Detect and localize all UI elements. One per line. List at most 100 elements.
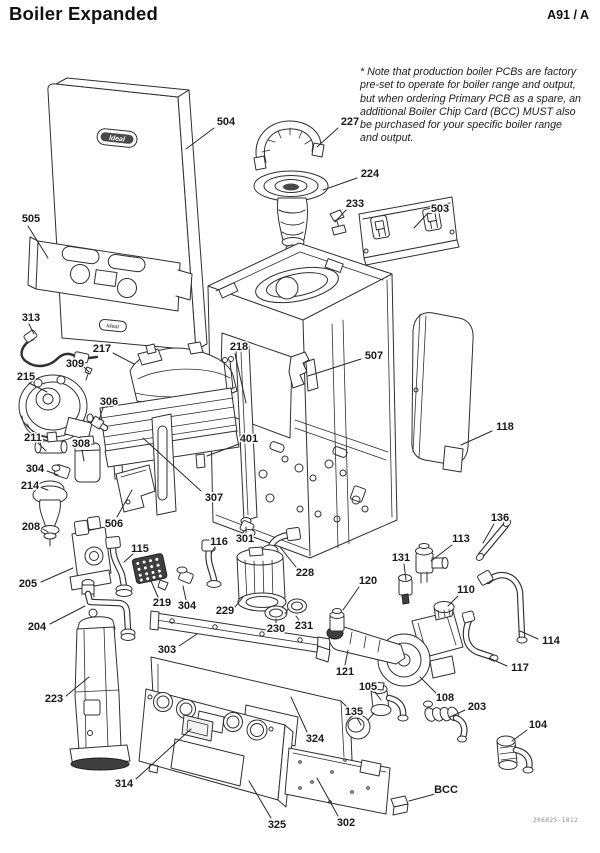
manifold-121 [315, 625, 406, 665]
callout-leader-108 [419, 676, 437, 694]
mounting-rail-303 [149, 610, 331, 658]
callout-leader-214 [41, 487, 49, 491]
callout-leader-401 [206, 443, 240, 457]
callout-label-205: 205 [19, 578, 37, 590]
callout-label-135: 135 [345, 706, 363, 718]
fan-215 [18, 374, 93, 442]
note-line: additional Boiler Chip Card (BCC) MUST a… [360, 105, 576, 118]
callout-leader-313 [28, 323, 35, 335]
note-line: but when ordering Primary PCB as a spare… [360, 92, 581, 105]
callout-label-113: 113 [452, 533, 470, 545]
callout-label-BCC: BCC [434, 784, 458, 796]
callout-leader-308 [81, 449, 85, 462]
callout-label-136: 136 [491, 512, 509, 524]
callout-leader-116 [210, 546, 216, 554]
callout-label-211: 211 [24, 432, 42, 444]
callout-label-401: 401 [240, 433, 258, 445]
knob-135 [345, 712, 375, 740]
callout-label-215: 215 [17, 371, 35, 383]
flue-collar-plate-218 [235, 345, 258, 522]
panel-knob [70, 264, 90, 284]
callout-label-131: 131 [392, 552, 410, 564]
drawing-code: 206025-1012 [533, 817, 578, 824]
note-line: pre-set to operate for boiler range and … [360, 79, 576, 92]
control-band-505 [27, 236, 193, 312]
panel-knob [117, 278, 137, 298]
callout-label-306: 306 [100, 396, 118, 408]
pipe-114 [477, 570, 528, 644]
callout-label-105: 105 [359, 681, 377, 693]
callout-label-229: 229 [216, 605, 234, 617]
callout-label-120: 120 [359, 575, 377, 587]
brand-badge-small: Ideal [98, 318, 127, 333]
callout-leader-304 [182, 585, 187, 601]
callout-label-231: 231 [295, 620, 313, 632]
callout-label-230: 230 [267, 623, 285, 635]
callout-leader-307 [142, 437, 202, 492]
page-title: Boiler Expanded [9, 3, 158, 24]
callout-leader-224 [322, 177, 358, 191]
callout-leader-115 [123, 553, 134, 563]
note-line: * Note that production boiler PCBs are f… [360, 66, 577, 78]
callout-label-303: 303 [158, 644, 176, 656]
screw-309 [84, 366, 93, 381]
callout-label-233: 233 [346, 198, 364, 210]
callout-leader-204 [49, 605, 86, 625]
callout-label-208: 208 [22, 521, 40, 533]
callout-label-505: 505 [22, 213, 40, 225]
callout-leader-233 [334, 209, 347, 223]
support-plate-307 [151, 413, 177, 516]
callout-leader-105 [374, 691, 382, 701]
fitting-304-upper [51, 464, 71, 479]
callout-label-313: 313 [22, 312, 40, 324]
callout-leader-135 [356, 717, 362, 726]
callout-label-204: 204 [28, 621, 47, 633]
callout-leader-223 [65, 676, 90, 697]
display-window-314 [181, 714, 214, 742]
callout-leader-231 [295, 615, 300, 621]
callout-label-218: 218 [230, 341, 248, 353]
callout-leader-507 [307, 358, 362, 377]
callout-leader-505 [27, 225, 49, 259]
callout-label-503: 503 [431, 203, 449, 215]
callout-leader-304 [46, 470, 59, 476]
pipe-136 [475, 519, 512, 561]
ring-231 [284, 598, 307, 615]
callout-leader-120 [342, 586, 360, 611]
callout-leader-504 [185, 127, 215, 150]
restrictor-219 [131, 553, 169, 591]
callout-leader-211 [37, 442, 47, 452]
callout-label-504: 504 [217, 116, 236, 128]
callout-label-228: 228 [296, 567, 314, 579]
pipe-115 [105, 535, 133, 597]
callout-label-115: 115 [131, 543, 149, 555]
callout-label-117: 117 [511, 662, 529, 674]
fitting-304-lower [176, 566, 194, 584]
callout-leader-314 [135, 728, 192, 780]
callout-leader-104 [511, 729, 528, 742]
boiler-case [207, 242, 398, 559]
flue-clamp-227 [253, 120, 325, 171]
callout-label-217: 217 [93, 343, 111, 355]
gas-valve-205 [69, 515, 112, 599]
callout-label-308: 308 [72, 438, 90, 450]
valve-113 [415, 543, 449, 584]
sump-229 [236, 546, 287, 612]
callout-label-314: 314 [115, 778, 134, 790]
pipe-117 [461, 610, 499, 662]
callout-leader-303 [178, 633, 198, 647]
callout-label-301: 301 [236, 533, 254, 545]
callout-label-224: 224 [361, 168, 380, 180]
brand-logo-text-small: Ideal [106, 323, 120, 330]
control-fascia-325 [138, 688, 294, 808]
pcb-note: * Note that production boiler PCBs are f… [360, 66, 598, 146]
canister-308 [74, 435, 101, 483]
brand-badge: Ideal [96, 128, 138, 148]
callout-leader-117 [488, 657, 508, 667]
fitting-301 [239, 517, 256, 537]
note-line: and output. [360, 132, 414, 145]
callout-leader-324 [290, 696, 308, 733]
valve-203 [423, 700, 468, 743]
